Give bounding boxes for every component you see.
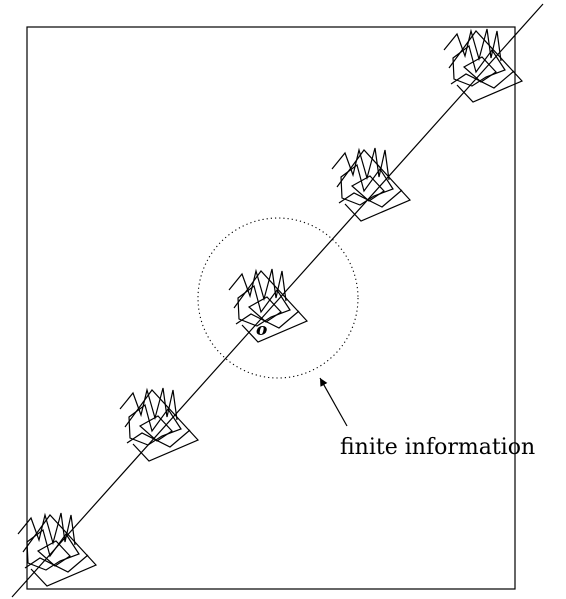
- annotation-arrow: [319, 377, 348, 427]
- finite-information-circle: [197, 217, 359, 379]
- finite-information-label: finite information: [340, 435, 535, 460]
- frame-rectangle: [26, 26, 516, 590]
- motif-lower: [119, 387, 199, 462]
- motif-lower-left: [17, 512, 97, 587]
- diagonal-line: [11, 3, 544, 598]
- motif-upper: [331, 147, 411, 222]
- origin-label: o: [256, 320, 267, 340]
